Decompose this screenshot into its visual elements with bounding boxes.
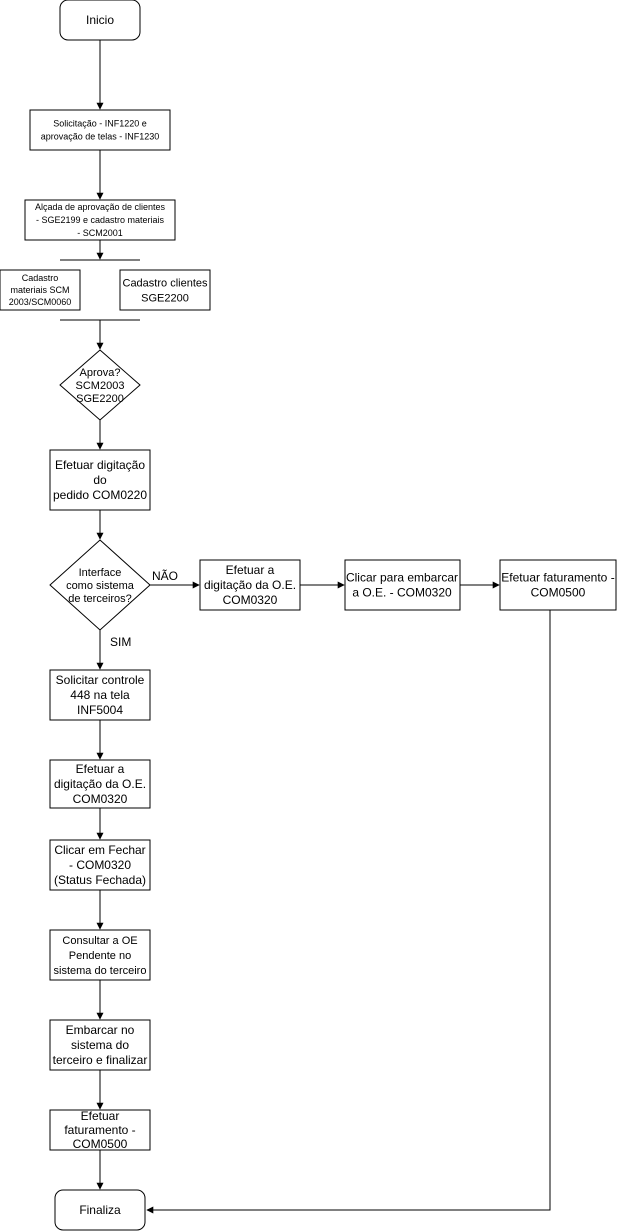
node-alcada-line: Alçada de aprovação de clientes [35, 202, 166, 212]
node-pedido-shape [49, 449, 151, 511]
node-fechar-line: (Status Fechada) [54, 873, 146, 887]
edge-label-nao: NÃO [152, 569, 178, 583]
node-alcada-shape [24, 199, 176, 241]
node-finaliza-line: Finaliza [79, 1203, 121, 1217]
node-faturamento-nao-shape [499, 559, 617, 611]
node-oe-sim-line: digitação da O.E. [54, 777, 146, 791]
node-cadastro-materiais-shape [0, 269, 81, 311]
node-efetuar-digitacao-pedido-line: do [93, 473, 107, 487]
node-interface-shape [49, 539, 151, 631]
node-faturamento-sim-shape [49, 1109, 151, 1151]
connectors [60, 40, 551, 1214]
node-cadastro-clientes-line: Cadastro clientes [123, 277, 208, 289]
node-aprova-line: SCM2003 [76, 380, 125, 392]
node-cadastro-materiais-line: Cadastro [22, 273, 59, 283]
node-solicitacao-line: Solicitação - INF1220 e [53, 119, 147, 129]
node-fechar-label: Clicar em Fechar- COM0320(Status Fechada… [54, 843, 146, 887]
node-consultar-oe-label: Consultar a OE Pendente no sistema do terc… [54, 935, 147, 977]
node-embarcar-terceiro-line: Embarcar no [66, 1023, 135, 1037]
node-fechar-shape [49, 839, 151, 891]
node-aprova-line: SGE2200 [76, 393, 124, 405]
node-finaliza-label: Finaliza [79, 1203, 121, 1217]
node-cadastro-materiais-line: materiais SCM [10, 285, 69, 295]
node-solicitacao-line: aprovação de telas - INF1230 [41, 132, 160, 142]
node-cadastro-clientes-shape [119, 269, 211, 311]
node-faturamento-nao-label: Efetuar faturamento -COM0500 [501, 571, 614, 600]
node-efetuar-digitacao-pedido-line: Efetuar digitação [55, 458, 145, 472]
node-controle-448-shape [49, 669, 151, 721]
node-fechar-line: - COM0320 [69, 858, 131, 872]
node-faturamento-nao-line: COM0500 [531, 586, 586, 600]
node-cadastro-clientes-line: SGE2200 [141, 292, 189, 304]
node-embarcar-terceiro-line: sistema do [71, 1038, 129, 1052]
node-oe-nao-line: digitação da O.E. [204, 578, 296, 592]
node-alcada-label: Alçada de aprovação de clientes - SGE2199… [35, 202, 166, 238]
node-aprova-shape [59, 349, 141, 421]
node-inicio-label: Inicio [86, 13, 114, 27]
node-solicitacao-label: Solicitação - INF1220 e aprovação de tela… [41, 119, 160, 142]
node-oe-nao-line: Efetuar a [226, 563, 275, 577]
node-alcada-line: - SGE2199 e cadastro materiais [36, 215, 165, 225]
node-faturamento-sim-line: Efetuar [81, 1109, 120, 1123]
node-controle-448-line: Solicitar controle [56, 673, 145, 687]
node-inicio-line: Inicio [86, 13, 114, 27]
node-embarcar-oe-line: a O.E. - COM0320 [352, 586, 452, 600]
node-interface-line: como sistema [66, 580, 135, 592]
node-oe-nao-line: COM0320 [223, 593, 278, 607]
node-interface-line: de terceiros? [68, 593, 132, 605]
node-embarcar-oe-shape [344, 559, 461, 611]
node-inicio-shape [59, 0, 141, 41]
node-faturamento-sim-line: COM0500 [73, 1137, 128, 1151]
node-embarcar-terceiro-shape [49, 1019, 151, 1071]
node-embarcar-terceiro-line: terceiro e finalizar [53, 1053, 148, 1067]
node-consultar-oe-line: sistema do terceiro [54, 965, 147, 977]
node-solicitacao-shape [29, 109, 171, 151]
node-oe-sim-line: Efetuar a [76, 762, 125, 776]
node-oe-sim-shape [49, 759, 151, 809]
node-oe-sim-line: COM0320 [73, 792, 128, 806]
node-consultar-oe-shape [49, 929, 151, 981]
node-controle-448-line: 448 na tela [70, 688, 130, 702]
node-faturamento-sim-line: faturamento - [64, 1123, 135, 1137]
node-cadastro-materiais-label: Cadastro materiais SCM 2003/SCM0060 [9, 273, 72, 307]
node-consultar-oe-line: Pendente no [69, 950, 131, 962]
node-efetuar-digitacao-pedido-line: pedido COM0220 [53, 488, 147, 502]
edge-faturamento-finaliza [146, 610, 551, 1214]
node-consultar-oe-line: Consultar a OE [62, 935, 137, 947]
node-cadastro-materiais-line: 2003/SCM0060 [9, 297, 72, 307]
node-controle-448-line: INF5004 [77, 703, 123, 717]
node-fechar-line: Clicar em Fechar [54, 843, 145, 857]
node-embarcar-oe-line: Clicar para embarcar [346, 571, 458, 585]
node-aprova-line: Aprova? [80, 367, 121, 379]
edge-label-sim: SIM [110, 635, 131, 649]
node-oe-nao-shape [199, 559, 301, 611]
node-interface-line: Interface [79, 567, 122, 579]
node-faturamento-nao-line: Efetuar faturamento - [501, 571, 614, 585]
node-finaliza-shape [54, 1189, 146, 1231]
node-alcada-line: - SCM2001 [77, 228, 123, 238]
